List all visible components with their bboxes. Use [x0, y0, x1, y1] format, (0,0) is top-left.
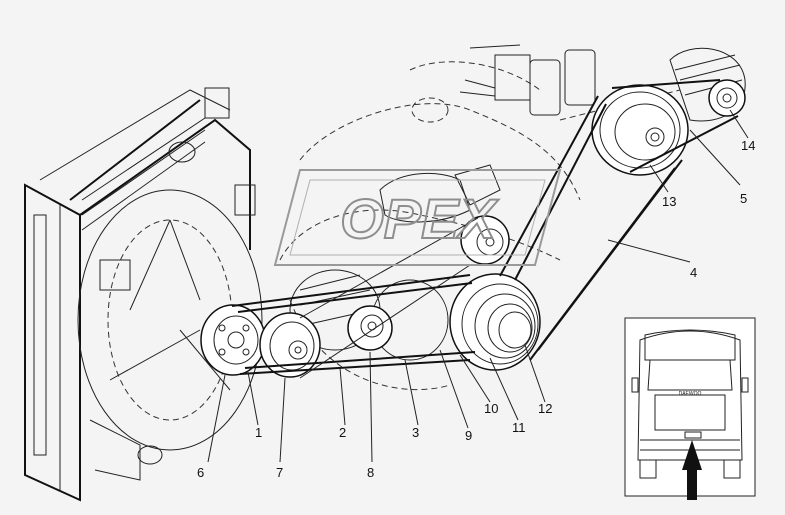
callout-7: 7 — [276, 465, 283, 480]
pulley-upper-large — [591, 84, 689, 176]
crankshaft-pulley — [449, 273, 541, 371]
radiator-core — [81, 117, 206, 231]
callout-4: 4 — [690, 265, 697, 280]
radiator — [24, 87, 256, 502]
leader-lines — [207, 109, 749, 463]
watermark-text: OPEX — [340, 187, 499, 250]
callout-12: 12 — [538, 401, 552, 416]
callout-1: 1 — [255, 425, 262, 440]
fuel-filter-assembly — [459, 44, 596, 116]
callout-2: 2 — [339, 425, 346, 440]
idler-pulley-8 — [347, 305, 393, 351]
callout-14: 14 — [741, 138, 755, 153]
fan-pulley — [200, 304, 266, 376]
callout-3: 3 — [412, 425, 419, 440]
water-pump-pulley — [259, 312, 321, 378]
drive-belts — [231, 79, 739, 379]
view-direction-arrow — [682, 440, 702, 500]
callout-labels: 1 2 3 4 5 6 7 8 9 10 11 12 13 14 — [197, 138, 755, 480]
inset-logo: DAEWOO — [679, 391, 702, 397]
callout-10: 10 — [484, 401, 498, 416]
callout-8: 8 — [367, 465, 374, 480]
callout-11: 11 — [512, 420, 526, 435]
watermark: OPEX — [273, 169, 562, 266]
callout-13: 13 — [662, 194, 676, 209]
alternator — [669, 47, 746, 122]
callout-6: 6 — [197, 465, 204, 480]
callout-5: 5 — [740, 191, 747, 206]
bus-rear-inset: DAEWOO — [624, 317, 756, 500]
callout-9: 9 — [465, 428, 472, 443]
